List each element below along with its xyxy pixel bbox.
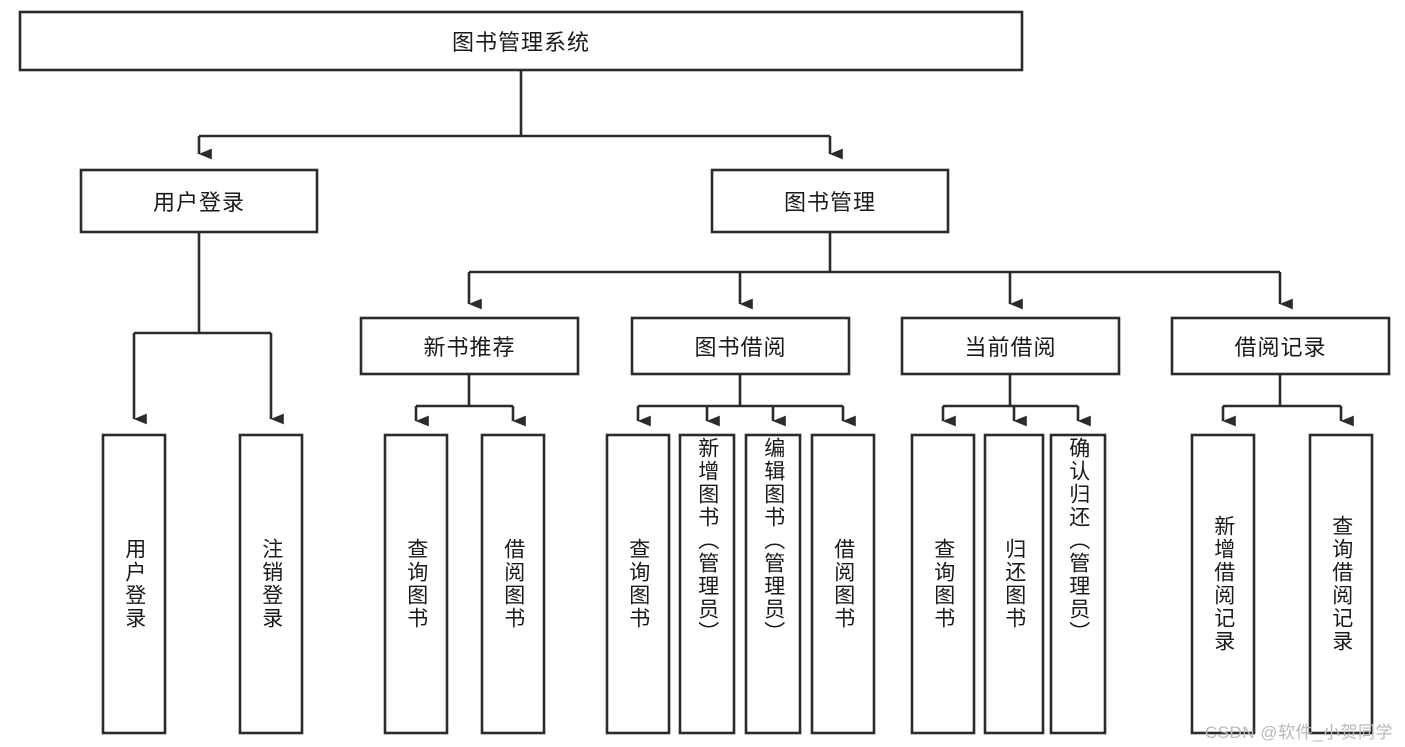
leaf-box-query-books-recommend[interactable] xyxy=(383,433,449,735)
node-borrow-records[interactable] xyxy=(1170,316,1391,376)
leaf-box-logout[interactable] xyxy=(238,433,304,735)
leaf-box-query-books-borrow[interactable] xyxy=(605,433,671,735)
leaf-box-confirm-return-admin[interactable] xyxy=(1049,433,1107,735)
node-user-login[interactable] xyxy=(79,168,319,234)
node-book-management[interactable] xyxy=(710,168,950,234)
leaf-box-query-borrow-record[interactable] xyxy=(1308,433,1374,735)
leaf-box-add-book-admin[interactable] xyxy=(678,433,736,735)
leaf-box-edit-book-admin[interactable] xyxy=(744,433,802,735)
node-root-system[interactable] xyxy=(18,10,1024,72)
leaf-box-user-login[interactable] xyxy=(101,433,167,735)
node-book-borrow[interactable] xyxy=(630,316,851,376)
node-new-book-recommend[interactable] xyxy=(359,316,580,376)
leaf-box-return-books[interactable] xyxy=(983,433,1045,735)
csdn-watermark: CSDN @软件_小贺同学 xyxy=(1204,723,1393,742)
leaf-box-borrow-books-recommend[interactable] xyxy=(480,433,546,735)
node-current-borrow[interactable] xyxy=(900,316,1121,376)
leaf-box-add-borrow-record[interactable] xyxy=(1190,433,1256,735)
leaf-box-borrow-books[interactable] xyxy=(810,433,876,735)
leaf-box-query-books-current[interactable] xyxy=(910,433,976,735)
